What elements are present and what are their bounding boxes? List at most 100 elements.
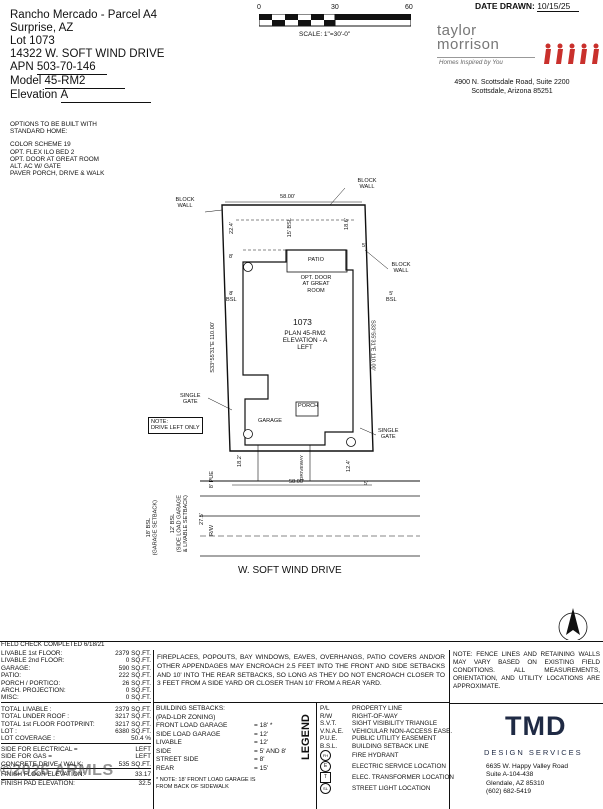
total-row: LOT COVERAGE :50.4 % [1, 735, 151, 744]
elevation-row: Elevation A [10, 89, 250, 103]
porch-outline [295, 401, 319, 417]
north-arrow-icon [558, 608, 588, 640]
area-row: LIVABLE 2nd FLOOR:0 SQ.FT. [1, 657, 151, 665]
plot-plan [200, 187, 588, 640]
header-info: Rancho Mercado - Parcel A4 Surprise, AZ … [10, 9, 250, 103]
tmd-logo: TMD [505, 711, 567, 741]
area-row: ARCH. PROJECTION:0 SQ.FT. [1, 687, 151, 695]
legend-row: P.U.E.PUBLIC UTILITY EASEMENT [320, 735, 437, 742]
front-left-dim: 18.2' [237, 455, 243, 467]
setback-row: REAR= 15' [156, 764, 269, 772]
rear-dim-right: 18.6' [344, 218, 350, 230]
setbacks-table: BUILDING SETBACKS: (PAD-LDR ZONING) FRON… [156, 705, 314, 791]
legend-row: V.N.A.E.VEHICULAR NON-ACCESS EASE. [320, 727, 453, 735]
setback-row: STREET SIDE= 8' [156, 756, 265, 763]
garage-label: GARAGE [258, 418, 282, 424]
rw-dim: 27.5' [199, 513, 205, 525]
people-icon [544, 43, 599, 64]
rear-dim: 22.4' [229, 222, 235, 234]
fh-icon: FH [320, 750, 331, 761]
total-row: TOTAL 1st FLOOR FOOTPRINT:3217 SQ.FT. [1, 720, 151, 728]
driveway-label: DRIVEWAY [300, 455, 305, 481]
builder-address: 4900 N. Scottsdale Road, Suite 2200 Scot… [454, 79, 570, 95]
livable-setback: 12' BSL(SIDE LOAD GARAGE& LIVABLE SETBAC… [170, 495, 189, 553]
side-left-dim: 8' [229, 254, 234, 260]
total-row: TOTAL LIVABLE :2379 SQ.FT. [1, 705, 151, 713]
armls-watermark: ©2026 ARMLS [0, 762, 114, 779]
total-row: LOT :6380 SQ.FT. [1, 728, 151, 736]
bearing-right: S33°55'31"E 110.00' [369, 320, 376, 371]
fh-marker-icon [243, 262, 253, 272]
transformer-icon: T [320, 772, 331, 783]
option-item: ALT. AC W/ GATE [10, 163, 61, 171]
city: Surprise, AZ [10, 22, 74, 34]
front-right-dim: 12.4' [346, 460, 352, 472]
fh-marker-icon [346, 437, 356, 447]
address: 14322 W. SOFT WIND DRIVE [10, 48, 165, 60]
side-yard-right: 5' [364, 481, 369, 487]
option-item: COLOR SCHEME 19 [10, 141, 71, 149]
electric-icon: E [320, 761, 331, 772]
elevation-value: A [60, 89, 151, 103]
utility-row: SIDE FOR ELECTRICAL =LEFT [1, 745, 151, 753]
apn-row: APN 503-70-146 [10, 61, 250, 75]
legend-row: S.V.T.SIGHT VISIBILITY TRIANGLE [320, 720, 438, 727]
pue-label: 8' PUE [209, 471, 215, 489]
street-light-icon: SL [320, 783, 331, 794]
total-row: TOTAL UNDER ROOF :3217 SQ.FT. [1, 713, 151, 721]
elevation-row: FINISH FLOOR ELEVATION:33.17 [1, 771, 151, 780]
lot-number: 1073 [293, 317, 312, 327]
designer-address: 6635 W. Happy Valley Road Suite A-104-43… [486, 763, 568, 796]
field-check: FIELD CHECK COMPLETED 6/18/21 [1, 641, 105, 648]
model-value: 45-RM2 [44, 75, 125, 89]
bearing-left: S33°55'31"E 110.00' [210, 322, 216, 373]
option-item: OPT. FLEX ILO BED 2 [10, 148, 75, 156]
legend-title: LEGEND [300, 714, 312, 760]
lot-line: Lot 1073 [10, 35, 55, 47]
builder-logo: taylor morrison Homes Inspired by You [437, 22, 603, 72]
setback-row: LIVABLE= 12' [156, 739, 269, 746]
scale-tick-0: 0 [257, 4, 261, 11]
rear-bsl: 15' BSL [287, 218, 293, 238]
area-row: GARAGE:590 SQ.FT. [1, 664, 151, 672]
setback-row: SIDE LOAD GARAGE= 12' [156, 730, 269, 738]
side-left-bsl: 8'BSL [226, 291, 237, 304]
option-item: OPT. DOOR AT GREAT ROOM [10, 155, 100, 163]
project-name: Rancho Mercado - Parcel A4 [10, 9, 158, 21]
builder-tagline: Homes Inspired by You [439, 59, 503, 66]
builder-name-1: taylor [437, 22, 477, 39]
scale-tick-60: 60 [405, 4, 413, 11]
electric-marker-icon [243, 429, 253, 439]
porch-label: PORCH [298, 403, 319, 409]
garage-setback: 18' BSL(GARAGE SETBACK) [146, 500, 159, 556]
street-name: W. SOFT WIND DRIVE [238, 565, 342, 576]
patio-outline [286, 249, 348, 273]
area-row: MISC:0 SQ.FT. [1, 694, 151, 703]
apn-value: 503-70-146 [36, 61, 107, 75]
options-list: OPTIONS TO BE BUILT WITH STANDARD HOME: … [10, 121, 170, 177]
fence-note: NOTE: FENCE LINES AND RETAINING WALLS MA… [453, 651, 600, 690]
setback-row: SIDE= 5' AND 8' [156, 747, 287, 755]
scale-graphic [259, 14, 411, 27]
scale-bar: 0 30 60 SCALE: 1"=30'-0" [255, 4, 415, 44]
area-row: PORCH / PORTICO:26 SQ.FT. [1, 679, 151, 687]
bottom-dimension: 58.00' [289, 479, 305, 485]
scale-tick-30: 30 [331, 4, 339, 11]
date-row: DATE DRAWN: 10/15/25 [475, 1, 580, 12]
side-right-bsl: 5'BSL [386, 291, 397, 304]
utility-row: CONCRETE DRIVE / WALK:535 SQ.FT. [1, 760, 151, 770]
legend-row: B.S.L.BUILDING SETBACK LINE [320, 742, 429, 750]
